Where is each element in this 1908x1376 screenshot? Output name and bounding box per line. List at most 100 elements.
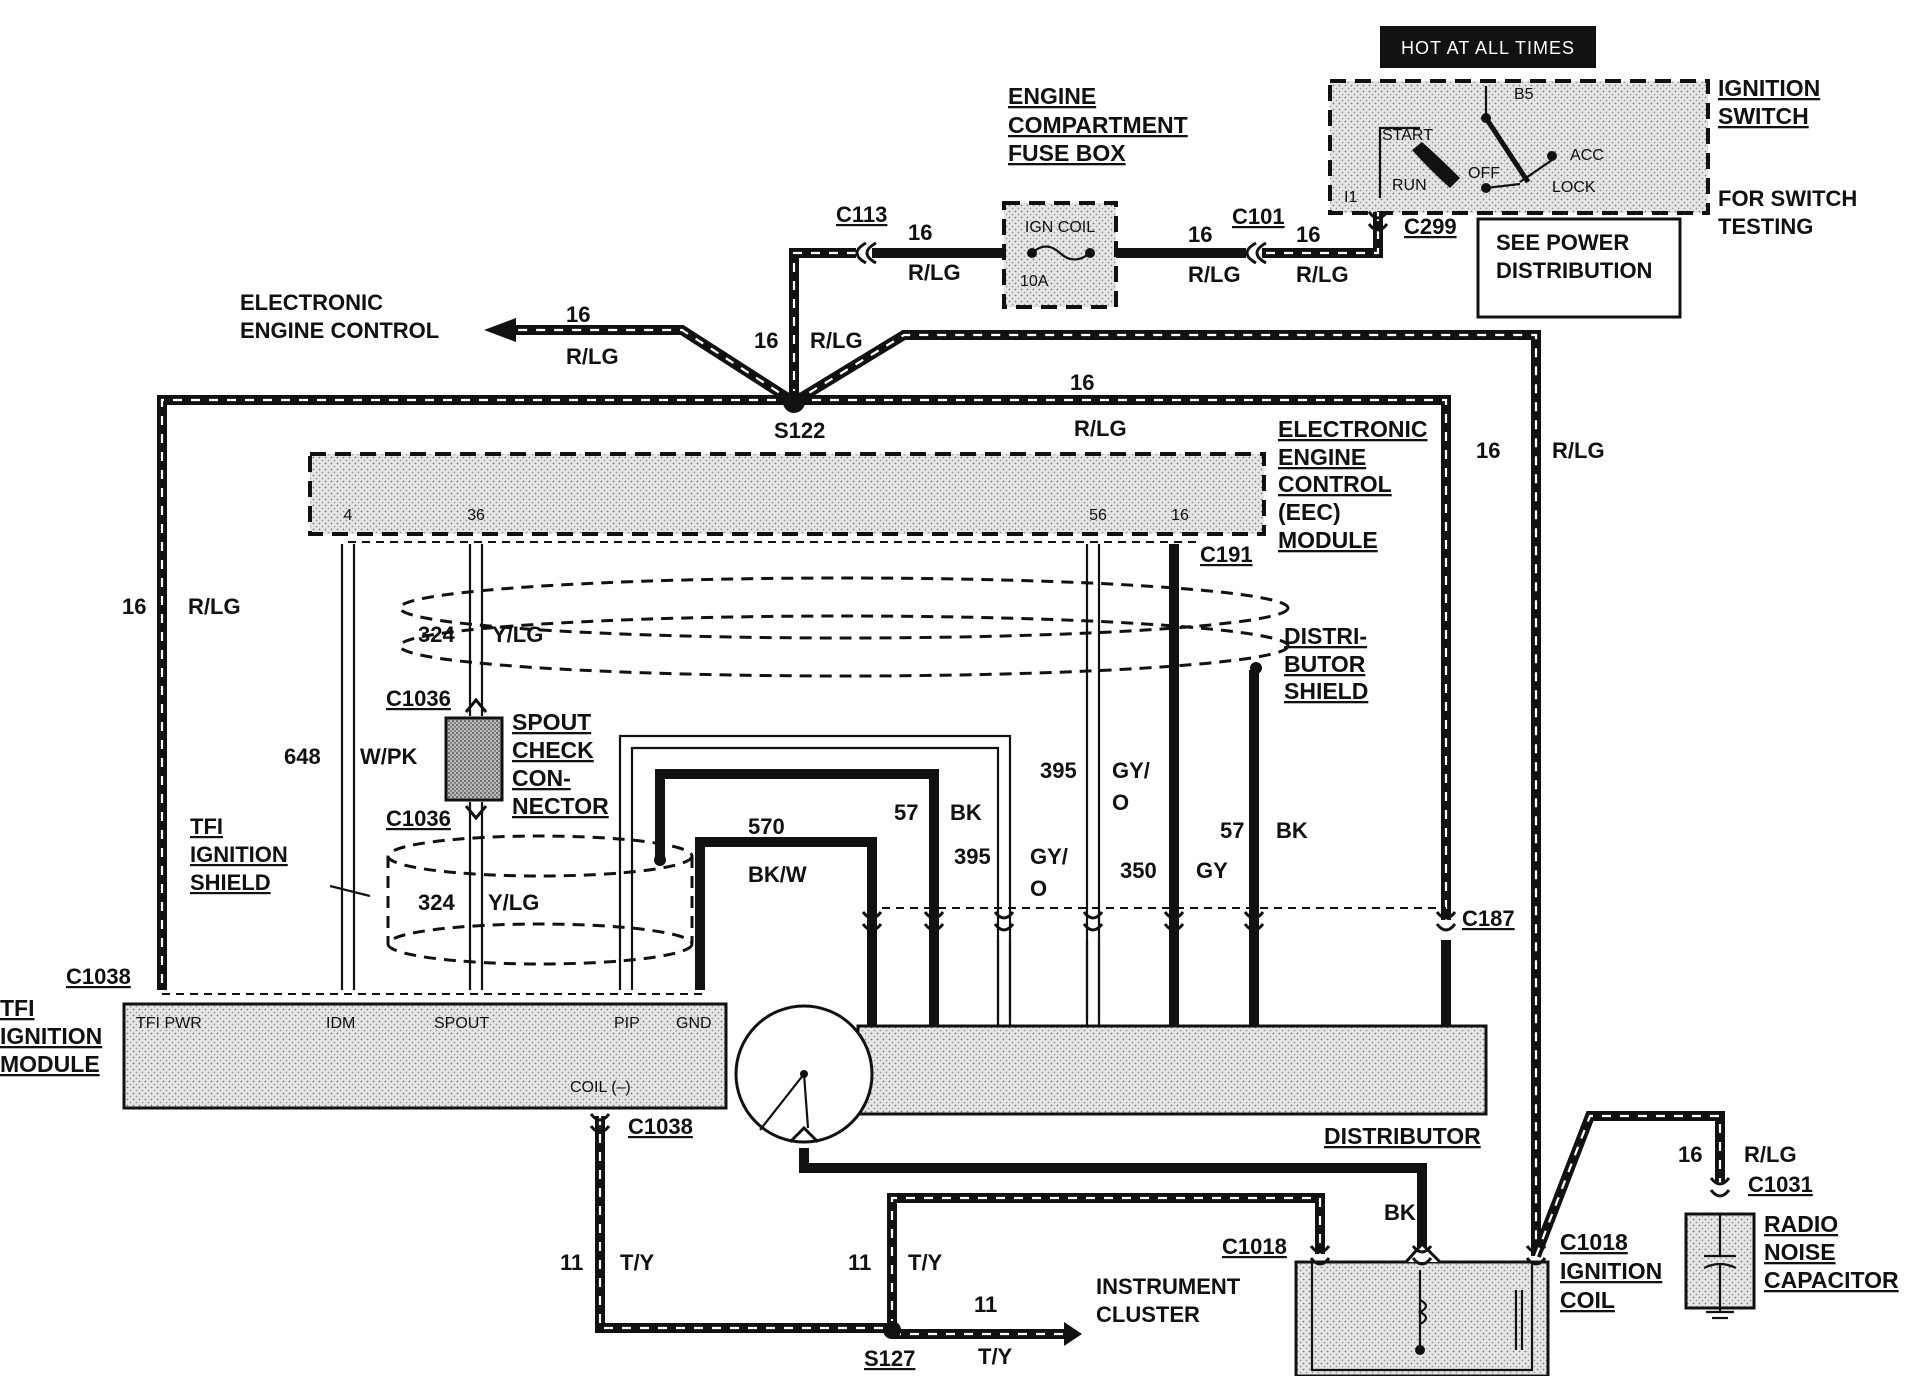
svg-text:BK: BK	[950, 800, 982, 825]
svg-text:CHECK: CHECK	[512, 737, 594, 763]
ign-coil-fuse: IGN COIL 10A	[1002, 201, 1118, 309]
coil-secondary-wire	[799, 1148, 1427, 1254]
svg-text:PIP: PIP	[614, 1015, 640, 1032]
svg-text:NOISE: NOISE	[1764, 1239, 1836, 1265]
svg-text:36: 36	[467, 507, 485, 524]
svg-text:DISTRI-: DISTRI-	[1284, 623, 1367, 649]
svg-text:350: 350	[1120, 858, 1157, 883]
distributor-feed-wires	[867, 940, 1451, 1028]
svg-text:57: 57	[1220, 818, 1244, 843]
see-power-distribution-box[interactable]: SEE POWER DISTRIBUTION	[1476, 217, 1682, 319]
c187-label: C187	[1462, 906, 1515, 931]
instrument-cluster-arrow	[1064, 1322, 1082, 1346]
svg-text:R/LG: R/LG	[1188, 262, 1241, 287]
svg-text:ELECTRONIC: ELECTRONIC	[1278, 416, 1428, 442]
svg-text:MODULE: MODULE	[1278, 527, 1378, 553]
svg-text:I1: I1	[1344, 189, 1357, 206]
svg-text:START: START	[1382, 127, 1433, 144]
svg-text:O: O	[1112, 790, 1129, 815]
svg-text:R/LG: R/LG	[566, 344, 619, 369]
svg-text:R/LG: R/LG	[1744, 1142, 1797, 1167]
c113-label: C113	[836, 202, 887, 227]
svg-text:FUSE BOX: FUSE BOX	[1008, 140, 1126, 166]
svg-text:R/LG: R/LG	[1074, 416, 1127, 441]
radio-noise-capacitor-title: RADIO NOISE CAPACITOR	[1764, 1211, 1899, 1293]
svg-text:OFF: OFF	[1468, 165, 1500, 182]
eec-module-title: ELECTRONIC ENGINE CONTROL (EEC) MODULE	[1278, 416, 1428, 553]
c187-connectors	[861, 910, 1457, 932]
tach-wires	[595, 1116, 1325, 1339]
tfi-ignition-module: TFI PWR IDM SPOUT PIP GND COIL (–)	[122, 1002, 728, 1110]
c1036-bottom-label: C1036	[386, 806, 451, 831]
svg-text:56: 56	[1089, 507, 1107, 524]
svg-text:R/LG: R/LG	[908, 260, 961, 285]
svg-text:16: 16	[1476, 438, 1500, 463]
svg-text:ELECTRONIC: ELECTRONIC	[240, 290, 383, 315]
svg-text:O: O	[1030, 876, 1047, 901]
svg-text:R/LG: R/LG	[1296, 262, 1349, 287]
svg-text:395: 395	[954, 844, 991, 869]
svg-text:COIL (–): COIL (–)	[570, 1079, 631, 1096]
svg-text:16: 16	[1171, 507, 1189, 524]
svg-text:R/LG: R/LG	[188, 594, 241, 619]
svg-text:T/Y: T/Y	[908, 1250, 943, 1275]
c1038-top-label: C1038	[66, 964, 131, 989]
svg-text:SWITCH: SWITCH	[1718, 103, 1809, 129]
svg-text:LOCK: LOCK	[1552, 179, 1596, 196]
distributor-title: DISTRIBUTOR	[1324, 1123, 1481, 1149]
s122-label: S122	[774, 418, 825, 443]
c113-connector	[855, 241, 877, 265]
svg-text:IGNITION: IGNITION	[190, 842, 288, 867]
svg-text:SPOUT: SPOUT	[434, 1015, 489, 1032]
svg-text:GY/: GY/	[1030, 844, 1068, 869]
svg-text:Y/LG: Y/LG	[488, 890, 539, 915]
svg-text:BK/W: BK/W	[748, 862, 807, 887]
eec-arrow	[484, 318, 516, 342]
svg-text:DISTRIBUTION: DISTRIBUTION	[1496, 258, 1652, 283]
svg-text:16: 16	[1188, 222, 1212, 247]
svg-text:W/PK: W/PK	[360, 744, 418, 769]
svg-text:C1018: C1018	[1560, 1229, 1628, 1255]
svg-text:(EEC): (EEC)	[1278, 499, 1341, 525]
svg-text:TFI: TFI	[190, 814, 223, 839]
s122-splice-dot	[783, 391, 805, 413]
svg-text:570: 570	[748, 814, 785, 839]
wire-labels: 16 R/LG 16 R/LG 16 R/LG 16 R/LG 16 R/LG …	[122, 220, 1797, 1369]
svg-text:324: 324	[418, 622, 455, 647]
instrument-cluster-title: INSTRUMENT CLUSTER	[1096, 1274, 1241, 1327]
svg-text:T/Y: T/Y	[978, 1344, 1013, 1369]
c299-label: C299	[1404, 214, 1457, 239]
svg-text:395: 395	[1040, 758, 1077, 783]
svg-text:SEE POWER: SEE POWER	[1496, 230, 1629, 255]
spout-check-connector[interactable]	[444, 697, 504, 821]
c1036-top-label: C1036	[386, 686, 451, 711]
svg-text:11: 11	[974, 1292, 997, 1317]
svg-text:ENGINE: ENGINE	[1008, 83, 1096, 109]
svg-text:RADIO: RADIO	[1764, 1211, 1838, 1237]
svg-text:4: 4	[344, 507, 353, 524]
svg-text:16: 16	[566, 302, 590, 327]
svg-text:MODULE: MODULE	[0, 1051, 100, 1077]
svg-text:IDM: IDM	[326, 1015, 355, 1032]
svg-text:R/LG: R/LG	[1552, 438, 1605, 463]
svg-text:ENGINE CONTROL: ENGINE CONTROL	[240, 318, 439, 343]
svg-text:HOT AT ALL TIMES: HOT AT ALL TIMES	[1401, 38, 1575, 58]
svg-text:16: 16	[1678, 1142, 1702, 1167]
distributor-shield	[398, 576, 1290, 678]
svg-text:NECTOR: NECTOR	[512, 793, 609, 819]
s127-splice-dot	[883, 1321, 901, 1339]
svg-text:SHIELD: SHIELD	[1284, 678, 1368, 704]
svg-text:16: 16	[908, 220, 932, 245]
svg-text:IGN COIL: IGN COIL	[1025, 219, 1095, 236]
tfi-ignition-module-title: TFI IGNITION MODULE	[0, 995, 102, 1077]
ignition-switch: B5 START ACC RUN OFF LOCK I1	[1328, 79, 1710, 215]
ignition-coil	[1294, 1241, 1550, 1376]
tfi-ignition-shield	[329, 834, 694, 966]
svg-text:16: 16	[122, 594, 146, 619]
tfi-shield-title: TFI IGNITION SHIELD	[190, 814, 288, 895]
svg-text:CON-: CON-	[512, 765, 571, 791]
svg-text:324: 324	[418, 890, 455, 915]
svg-text:16: 16	[1296, 222, 1320, 247]
svg-text:ACC: ACC	[1570, 147, 1604, 164]
